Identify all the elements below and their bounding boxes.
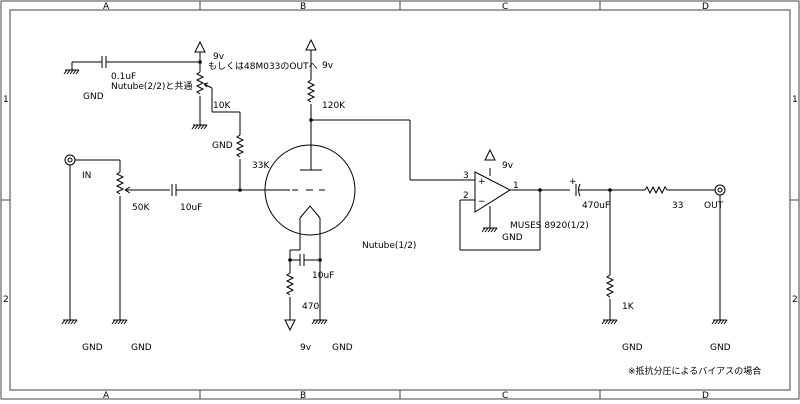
tube-label: Nutube(1/2) — [362, 241, 416, 251]
alt-supply-label: もしくは48M033のOUTへ — [208, 61, 318, 72]
cathode-network — [284, 249, 328, 332]
col-label-c-bottom: C — [502, 391, 508, 400]
shared-note-label: Nutube(2/2)と共通 — [111, 81, 192, 92]
supply-arrow-cathode — [284, 319, 296, 332]
cap-01uf-label: 0.1uF — [111, 72, 136, 82]
col-label-d: D — [702, 2, 709, 12]
row-label-1: 1 — [3, 95, 9, 105]
supply-arrow-plate — [305, 39, 317, 51]
bias-network — [63, 41, 245, 190]
in-label: IN — [82, 171, 91, 181]
r-10k-label: 10K — [213, 101, 231, 111]
row-label-1-right: 1 — [792, 95, 798, 105]
gnd-label-top-left: GND — [83, 92, 104, 102]
supply-9v-label-cathode: 9v — [300, 343, 312, 353]
gnd-label-pot: GND — [131, 343, 152, 353]
col-label-b: B — [300, 2, 306, 12]
output-section — [575, 183, 728, 325]
supply-9v-label-opamp: 9v — [502, 161, 514, 171]
resistor-33k — [235, 134, 245, 158]
bias-note-label: ※抵抗分圧によるバイアスの場合 — [628, 365, 761, 377]
input-section — [61, 154, 290, 325]
gnd-label-opamp: GND — [502, 233, 523, 243]
supply-arrow-bias — [194, 41, 206, 53]
opamp-pin2-label: 2 — [463, 191, 469, 201]
col-label-b-bottom: B — [300, 391, 306, 400]
gnd-label-out: GND — [710, 343, 731, 353]
r-470-label: 470 — [302, 302, 319, 312]
output-jack-icon — [714, 184, 726, 196]
opamp-pin3-label: 3 — [463, 171, 469, 181]
row-label-2: 2 — [3, 295, 9, 305]
gnd-label-cathode: GND — [332, 343, 353, 353]
supply-9v-label-plate: 9v — [322, 61, 334, 71]
op-amp-icon — [459, 149, 570, 251]
row-label-2-right: 2 — [792, 295, 798, 305]
resistor-470 — [285, 272, 295, 296]
col-label-c: C — [502, 2, 508, 12]
opamp-plus-label: + — [478, 177, 486, 187]
r-120k-label: 120K — [322, 101, 346, 111]
opamp-pin1-label: 1 — [513, 181, 519, 191]
r-33k-label: 33K — [252, 161, 270, 171]
supply-9v-label-bias: 9v — [213, 52, 225, 62]
resistor-1k — [605, 274, 615, 298]
potentiometer-50k — [115, 171, 125, 195]
vacuum-tube-icon — [264, 144, 356, 262]
gnd-label-1k: GND — [622, 343, 643, 353]
plate-network — [305, 39, 475, 181]
supply-arrow-opamp — [484, 149, 496, 161]
c-470uf-label: 470uF — [582, 201, 610, 211]
col-label-a-bottom: A — [103, 391, 110, 400]
opamp-minus-label: − — [478, 197, 486, 207]
opamp-name-label: MUSES 8920(1/2) — [510, 221, 589, 231]
r-1k-label: 1K — [622, 302, 635, 312]
resistor-33 — [644, 185, 668, 195]
r-50k-label: 50K — [132, 203, 150, 213]
input-jack-icon — [64, 154, 76, 166]
resistor-120k — [306, 79, 316, 103]
gnd-label-33k: GND — [212, 141, 233, 151]
c-10uf-in-label: 10uF — [180, 203, 202, 213]
c-10uf-cath-label: 10uF — [312, 271, 334, 281]
c-470uf-plus-label: + — [569, 177, 577, 187]
out-label: OUT — [704, 201, 724, 211]
col-label-d-bottom: D — [702, 391, 709, 400]
gnd-label-jack: GND — [82, 343, 103, 353]
resistor-10k — [195, 71, 205, 95]
col-label-a: A — [103, 2, 110, 12]
r-33-label: 33 — [672, 201, 683, 211]
